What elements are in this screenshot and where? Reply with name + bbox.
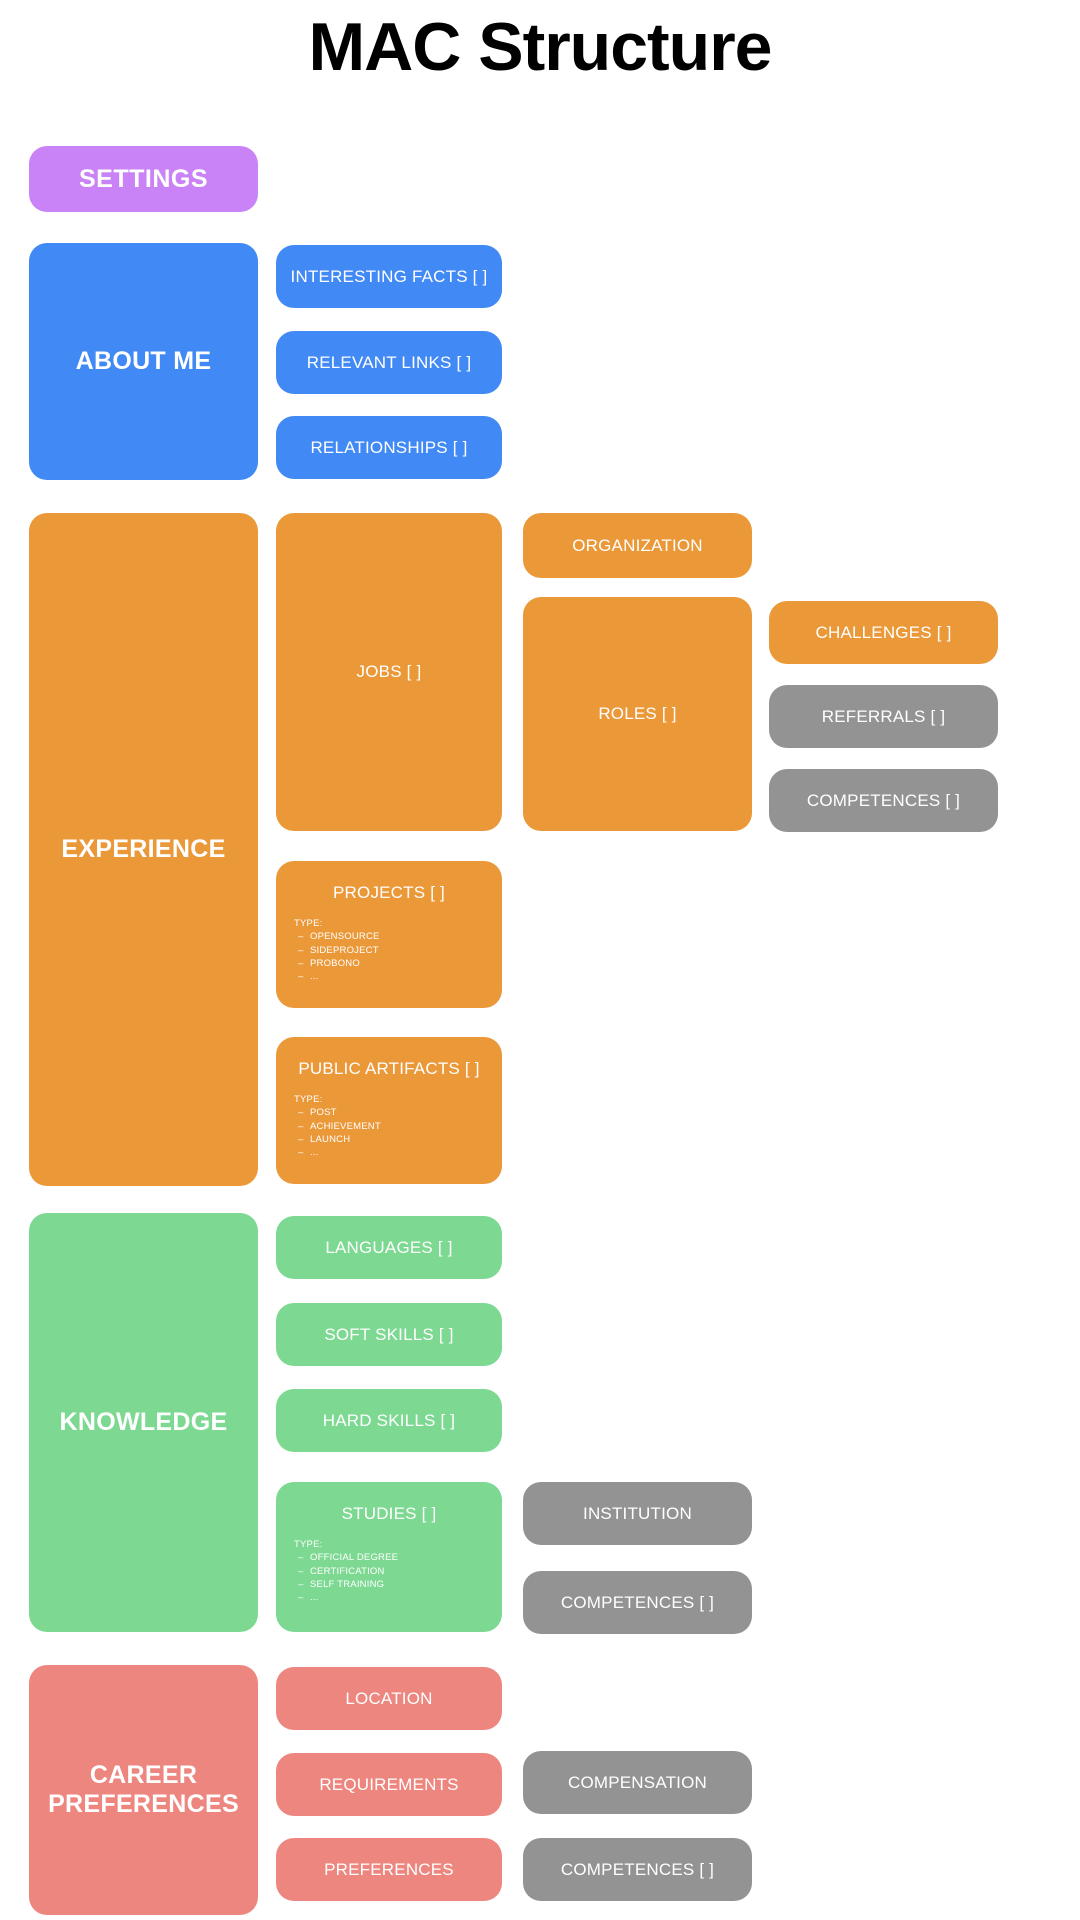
node-hard-skills[interactable]: HARD SKILLS [ ] — [276, 1389, 502, 1452]
node-requirements[interactable]: REQUIREMENTS — [276, 1753, 502, 1816]
node-public-artifacts-typelist: TYPE: –POST –ACHIEVEMENT –LAUNCH –... — [276, 1093, 502, 1160]
node-soft-skills[interactable]: SOFT SKILLS [ ] — [276, 1303, 502, 1366]
node-preferences[interactable]: PREFERENCES — [276, 1838, 502, 1901]
node-location-label: LOCATION — [345, 1688, 433, 1708]
node-competences-knowledge-label: COMPETENCES [ ] — [560, 1592, 715, 1612]
node-projects-label: PROJECTS [ ] — [333, 883, 445, 902]
node-preferences-label: PREFERENCES — [324, 1859, 454, 1879]
typelist-heading: TYPE: — [294, 1093, 323, 1105]
node-competences-career-label: COMPETENCES [ ] — [560, 1859, 715, 1879]
node-competences-experience-label: COMPETENCES [ ] — [806, 790, 961, 810]
node-location[interactable]: LOCATION — [276, 1667, 502, 1730]
node-competences-knowledge[interactable]: COMPETENCES [ ] — [523, 1571, 752, 1634]
node-relevant-links[interactable]: RELEVANT LINKS [ ] — [276, 331, 502, 394]
typelist-item: –... — [298, 1147, 319, 1159]
typelist-item: –ACHIEVEMENT — [298, 1120, 381, 1132]
node-organization-label: ORGANIZATION — [572, 535, 703, 555]
node-public-artifacts[interactable]: PUBLIC ARTIFACTS [ ] TYPE: –POST –ACHIEV… — [276, 1037, 502, 1184]
node-competences-career[interactable]: COMPETENCES [ ] — [523, 1838, 752, 1901]
node-relationships-label: RELATIONSHIPS [ ] — [310, 437, 468, 457]
node-projects[interactable]: PROJECTS [ ] TYPE: –OPENSOURCE –SIDEPROJ… — [276, 861, 502, 1008]
node-challenges[interactable]: CHALLENGES [ ] — [769, 601, 998, 664]
typelist-heading: TYPE: — [294, 917, 323, 929]
node-languages-label: LANGUAGES [ ] — [325, 1237, 453, 1257]
node-interesting-facts[interactable]: INTERESTING FACTS [ ] — [276, 245, 502, 308]
node-interesting-facts-label: INTERESTING FACTS [ ] — [290, 266, 488, 286]
node-knowledge[interactable]: KNOWLEDGE — [29, 1213, 258, 1632]
node-settings[interactable]: SETTINGS — [29, 146, 258, 212]
typelist-item: –SIDEPROJECT — [298, 944, 379, 956]
typelist-item: –CERTIFICATION — [298, 1565, 385, 1577]
node-career-preferences-line1: CAREER — [89, 1761, 198, 1790]
node-referrals-label: REFERRALS [ ] — [821, 706, 946, 726]
node-hard-skills-label: HARD SKILLS [ ] — [322, 1410, 456, 1430]
node-compensation-label: COMPENSATION — [567, 1772, 708, 1792]
node-experience[interactable]: EXPERIENCE — [29, 513, 258, 1186]
node-about-me[interactable]: ABOUT ME — [29, 243, 258, 480]
node-challenges-label: CHALLENGES [ ] — [815, 622, 952, 642]
node-soft-skills-label: SOFT SKILLS [ ] — [324, 1324, 454, 1344]
node-career-preferences[interactable]: CAREER PREFERENCES — [29, 1665, 258, 1915]
node-about-me-label: ABOUT ME — [75, 347, 212, 376]
node-institution[interactable]: INSTITUTION — [523, 1482, 752, 1545]
node-career-preferences-line2: PREFERENCES — [48, 1790, 239, 1818]
typelist-item: –POST — [298, 1107, 337, 1119]
typelist-item: –SELF TRAINING — [298, 1579, 385, 1590]
node-organization[interactable]: ORGANIZATION — [523, 513, 752, 578]
node-jobs[interactable]: JOBS [ ] — [276, 513, 502, 831]
node-experience-label: EXPERIENCE — [61, 835, 226, 864]
node-studies-label: STUDIES [ ] — [341, 1504, 437, 1523]
typelist-item: –... — [298, 971, 319, 983]
typelist-item: –LAUNCH — [298, 1134, 351, 1145]
node-relevant-links-label: RELEVANT LINKS [ ] — [306, 352, 472, 372]
node-languages[interactable]: LANGUAGES [ ] — [276, 1216, 502, 1279]
typelist-item: –OPENSOURCE — [298, 931, 380, 943]
node-studies[interactable]: STUDIES [ ] TYPE: –OFFICIAL DEGREE –CERT… — [276, 1482, 502, 1632]
page-title: MAC Structure — [308, 9, 772, 85]
node-settings-label: SETTINGS — [78, 164, 208, 193]
node-roles[interactable]: ROLES [ ] — [523, 597, 752, 831]
typelist-item: –... — [298, 1592, 319, 1604]
node-institution-label: INSTITUTION — [583, 1503, 692, 1523]
typelist-item: –OFFICIAL DEGREE — [298, 1552, 399, 1564]
node-studies-typelist: TYPE: –OFFICIAL DEGREE –CERTIFICATION –S… — [276, 1538, 502, 1605]
typelist-heading: TYPE: — [294, 1538, 323, 1550]
node-jobs-label: JOBS [ ] — [356, 662, 422, 682]
node-projects-typelist: TYPE: –OPENSOURCE –SIDEPROJECT –PROBONO … — [276, 917, 502, 984]
node-public-artifacts-label: PUBLIC ARTIFACTS [ ] — [298, 1059, 480, 1078]
node-requirements-label: REQUIREMENTS — [319, 1774, 459, 1794]
node-referrals[interactable]: REFERRALS [ ] — [769, 685, 998, 748]
typelist-item: –PROBONO — [298, 958, 360, 969]
node-knowledge-label: KNOWLEDGE — [59, 1408, 228, 1437]
node-compensation[interactable]: COMPENSATION — [523, 1751, 752, 1814]
node-competences-experience[interactable]: COMPETENCES [ ] — [769, 769, 998, 832]
node-relationships[interactable]: RELATIONSHIPS [ ] — [276, 416, 502, 479]
node-roles-label: ROLES [ ] — [598, 704, 677, 724]
